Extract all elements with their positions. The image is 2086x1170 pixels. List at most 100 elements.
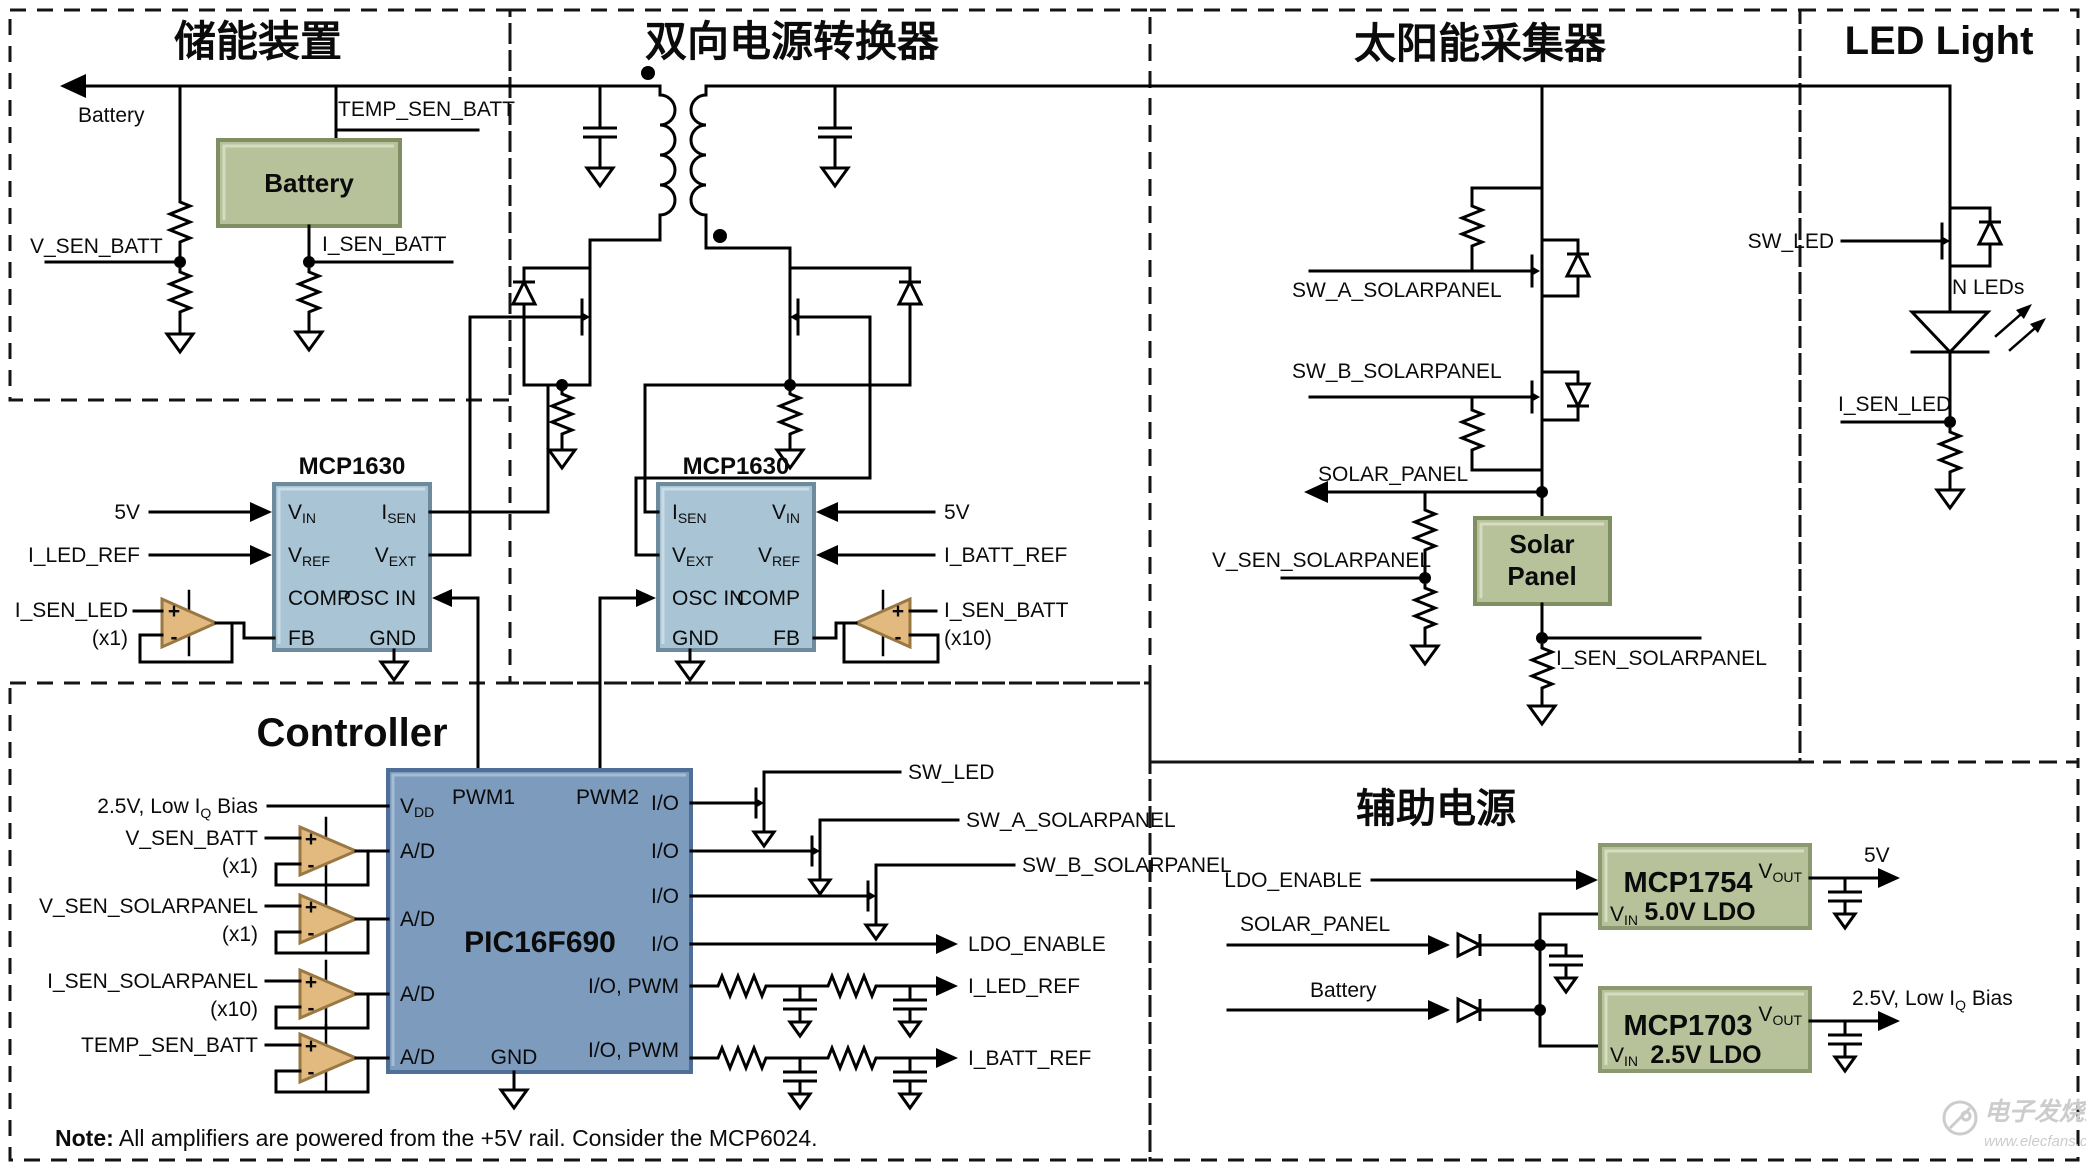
solar-panel-label: SOLAR_PANEL: [1240, 913, 1390, 936]
polarity-dot: [713, 229, 727, 243]
ldo-type: 5.0V LDO: [1644, 898, 1755, 926]
arrow-icon: [1576, 870, 1598, 890]
aux-box: [1148, 760, 2080, 1162]
vin-pin: VIN: [1610, 1044, 1638, 1069]
i-batt-ref-label: I_BATT_REF: [944, 544, 1067, 567]
arrow-icon: [816, 545, 838, 565]
converter-box: [508, 8, 1152, 685]
sw-led-label: SW_LED: [908, 761, 994, 784]
gain-label: (x1): [222, 923, 258, 946]
mcp1754-block: MCP1754 VOUT 5.0V LDO VIN: [1598, 843, 1812, 930]
svg-text:+: +: [305, 828, 317, 851]
svg-text:I/O, PWM: I/O, PWM: [588, 975, 679, 998]
gnd-pin: GND: [491, 1046, 538, 1069]
svg-text:+: +: [305, 896, 317, 919]
rail-arrow-icon: [60, 74, 86, 98]
mosfet-icon: [468, 223, 662, 387]
n-leds-label: N LEDs: [1952, 276, 2024, 299]
temp-sen-batt-label: TEMP_SEN_BATT: [338, 98, 515, 121]
resistor: [168, 196, 192, 248]
capacitor: [581, 84, 619, 188]
opamp-icon: + -: [812, 589, 940, 664]
storage-title: 储能装置: [174, 18, 342, 65]
svg-text:Battery: Battery: [264, 168, 354, 198]
sw-a-label: SW_A_SOLARPANEL: [966, 809, 1176, 832]
amp-label: I_SEN_SOLARPANEL: [47, 970, 258, 993]
led-section: SW_LED N LEDs I_SEN_LED: [1748, 84, 2046, 510]
svg-text:VIN: VIN: [772, 501, 800, 526]
amp-label: TEMP_SEN_BATT: [81, 1034, 258, 1057]
capacitor: [1826, 1019, 1864, 1073]
polarity-dot: [641, 66, 655, 80]
ground-icon: [1554, 976, 1578, 994]
ldo-name: MCP1703: [1624, 1010, 1753, 1042]
opamp-icon: + -: [264, 959, 390, 1030]
arrow-icon: [936, 934, 958, 954]
transformer-icon: [641, 66, 727, 243]
svg-text:I/O: I/O: [651, 792, 679, 815]
svg-text:A/D: A/D: [400, 908, 435, 931]
opamp-icon: + -: [264, 1023, 390, 1094]
vext-route: [428, 315, 472, 557]
svg-text:OSC IN: OSC IN: [344, 587, 416, 610]
arrow-icon: [432, 589, 452, 607]
gain-label: (x10): [210, 998, 258, 1021]
svg-text:I/O: I/O: [651, 840, 679, 863]
gain-label: (x1): [222, 855, 258, 878]
storage-section: V_SEN_BATT TEMP_SEN_BATT Battery I_SEN_B…: [30, 84, 515, 354]
junction-dot: [303, 256, 315, 268]
resistor: [297, 266, 321, 318]
svg-text:-: -: [308, 1061, 315, 1084]
i-led-ref-label: I_LED_REF: [28, 544, 140, 567]
svg-text:FB: FB: [773, 627, 800, 650]
ground-icon: [1833, 912, 1857, 930]
converter-title: 双向电源转换器: [645, 18, 940, 65]
svg-text:OSC IN: OSC IN: [672, 587, 744, 610]
solar-panel-label: SOLAR_PANEL: [1318, 463, 1468, 486]
resistor: [1280, 490, 1440, 666]
resistor: [550, 388, 574, 440]
solar-section: SW_A_SOLARPANEL SW_B_SOLARPANEL SOLAR_PA…: [1212, 84, 1767, 726]
svg-text:VEXT: VEXT: [672, 544, 714, 569]
i-sen-batt-label: I_SEN_BATT: [322, 233, 447, 256]
watermark-url: www.elecfans.com: [1984, 1133, 2086, 1150]
junction-dot: [1419, 572, 1431, 584]
solar-title: 太阳能采集器: [1354, 20, 1607, 67]
ldo-enable-label: LDO_ENABLE: [1224, 869, 1362, 892]
gain-label: (x10): [944, 627, 992, 650]
svg-text:I/O: I/O: [651, 933, 679, 956]
svg-text:VREF: VREF: [758, 544, 800, 569]
5v-out-label: 5V: [1864, 844, 1890, 867]
svg-text:I/O, PWM: I/O, PWM: [588, 1039, 679, 1062]
resistor: [1530, 642, 1554, 694]
chip-name: PIC16F690: [464, 926, 616, 959]
diode-icon: [1456, 997, 1482, 1023]
sw-led-label: SW_LED: [1748, 230, 1834, 253]
svg-text:+: +: [305, 1035, 317, 1058]
svg-text:+: +: [168, 600, 180, 623]
svg-text:COMP: COMP: [737, 587, 800, 610]
vin-bus: [1538, 912, 1602, 1048]
battery-label: Battery: [1310, 979, 1377, 1002]
aux-title: 辅助电源: [1356, 787, 1516, 831]
mosfet-icon: [689, 863, 1016, 941]
diode-icon: [1540, 238, 1591, 298]
opamp-icon: + -: [264, 884, 390, 955]
opamp-icon: + -: [132, 589, 276, 664]
junction-dot: [1534, 1004, 1546, 1016]
solar-panel-block: Solar Panel: [1473, 516, 1612, 606]
arrow-icon: [636, 589, 656, 607]
mosfet-icon: [1308, 378, 1544, 522]
capacitor: [1538, 943, 1585, 994]
ground-icon: [379, 660, 409, 682]
ground-icon: [808, 878, 832, 896]
ground-icon: [788, 1020, 812, 1038]
chip-name: MCP1630: [683, 453, 790, 480]
resistor: [822, 974, 882, 998]
battery-block: Battery: [216, 138, 402, 228]
arrow-icon: [1878, 868, 1900, 888]
pic16f690-chip: PIC16F690 VDD A/D A/D A/D A/D PWM1 PWM2 …: [386, 768, 693, 1074]
svg-text:-: -: [308, 922, 315, 945]
resistor: [712, 974, 772, 998]
diode-icon: [1540, 370, 1591, 422]
